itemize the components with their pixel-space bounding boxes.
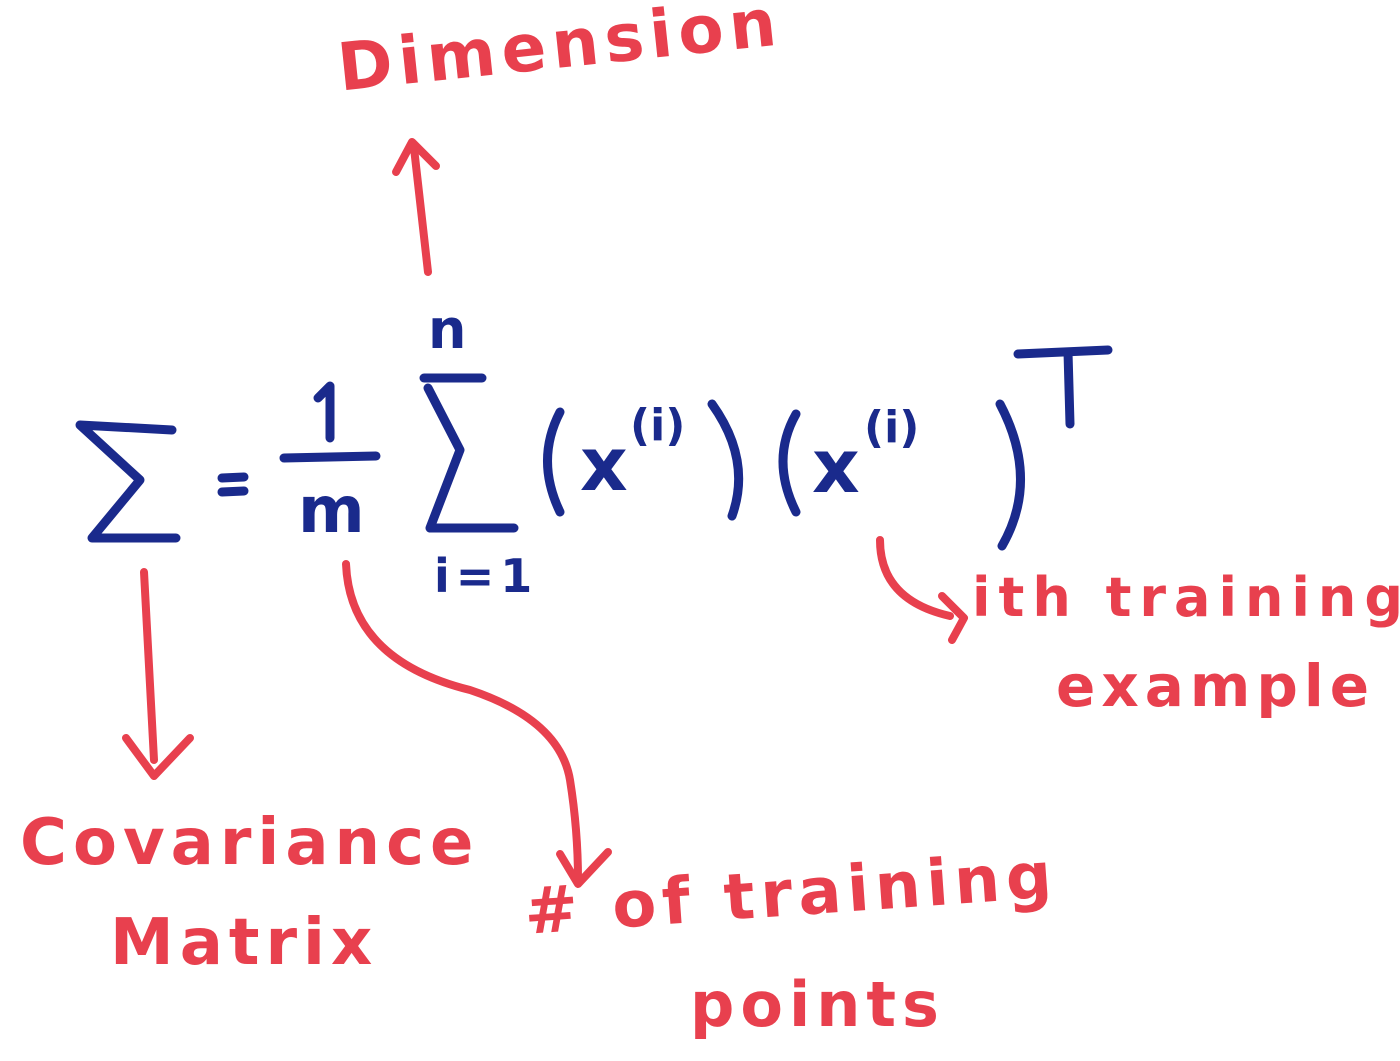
example-label-line2: example <box>1056 652 1376 720</box>
covariance-formula <box>75 345 1113 551</box>
term2-x: x <box>812 424 860 510</box>
fraction-bar <box>279 451 381 463</box>
example-label-line1: ith training <box>972 566 1400 629</box>
equals-top <box>217 472 249 483</box>
term2-open-paren <box>778 409 801 517</box>
arrow-to-dimension <box>410 144 432 276</box>
covariance-label-line2: Matrix <box>110 906 379 980</box>
arrow-to-covariance-head <box>122 734 194 780</box>
transpose-glyph <box>1013 345 1113 429</box>
sum-upper-limit: n <box>428 298 466 361</box>
term1-x: x <box>580 422 628 508</box>
summation-glyph <box>419 373 519 533</box>
arrow-to-example-head <box>938 592 968 644</box>
term1-superscript: (i) <box>630 400 685 451</box>
fraction-numerator-glyph <box>313 381 335 443</box>
term2-close-paren <box>995 399 1025 551</box>
fraction-denominator: m <box>298 474 365 548</box>
sigma-lhs-glyph <box>75 420 181 543</box>
arrow-to-covariance <box>140 568 158 764</box>
arrow-to-training-points-head <box>556 848 612 888</box>
term2-superscript: (i) <box>864 402 919 453</box>
equals-bottom <box>217 486 249 497</box>
arrow-to-dimension-head <box>392 138 440 176</box>
term1-close-paren <box>707 399 744 521</box>
annotation-arrows <box>122 138 968 888</box>
term1-open-paren <box>543 407 565 517</box>
sum-lower-limit: i=1 <box>434 549 538 603</box>
training-points-label-line2: points <box>690 968 945 1041</box>
arrow-to-example <box>876 536 954 620</box>
covariance-label-line1: Covariance <box>20 806 480 880</box>
arrow-to-training-points <box>342 560 582 884</box>
